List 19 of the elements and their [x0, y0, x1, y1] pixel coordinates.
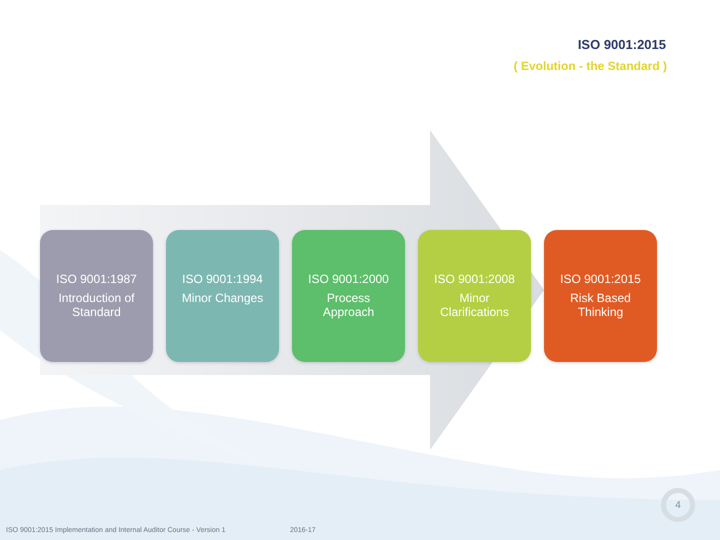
slide-title: ISO 9001:2015: [578, 37, 666, 52]
block-arrow: [40, 130, 544, 450]
box-heading: ISO 9001:2015: [560, 272, 641, 286]
process-box: [166, 230, 279, 362]
box-text: Minor Clarifications: [439, 291, 510, 319]
box-heading: ISO 9001:2008: [434, 272, 515, 286]
page-number: 4: [661, 488, 695, 522]
process-box: [292, 230, 405, 362]
box-text: Risk Based Thinking: [569, 291, 632, 319]
box-heading: ISO 9001:1994: [182, 272, 263, 286]
process-box: [544, 230, 657, 362]
box-heading: ISO 9001:2000: [308, 272, 389, 286]
box-text: Minor Changes: [182, 291, 264, 305]
slide-subtitle: ( Evolution - the Standard ): [514, 59, 667, 73]
box-heading: ISO 9001:1987: [56, 272, 137, 286]
process-box: [418, 230, 531, 362]
process-box: [40, 230, 153, 362]
box-text: Process Approach: [322, 291, 376, 319]
box-text: Introduction of Standard: [57, 291, 136, 319]
